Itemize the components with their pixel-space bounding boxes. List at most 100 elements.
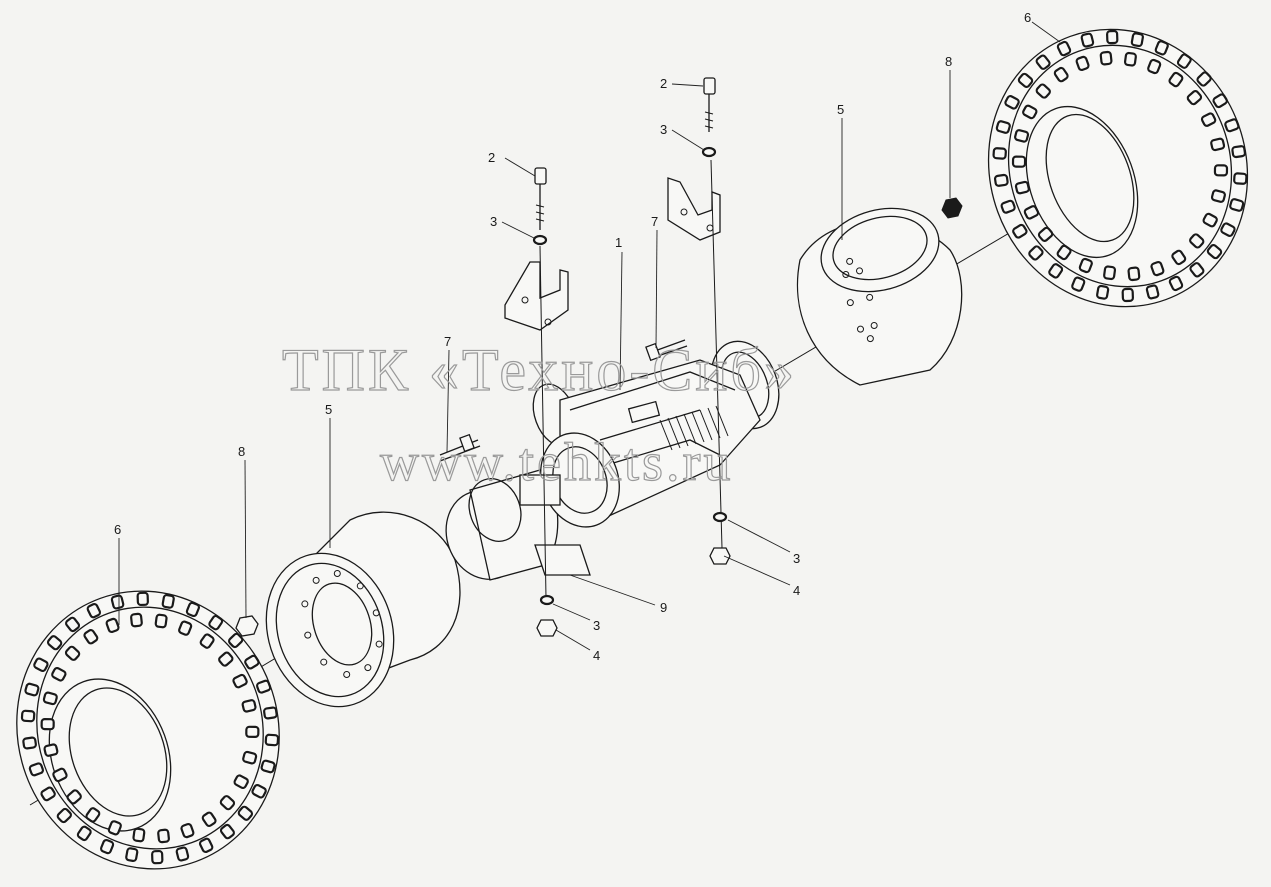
tread-lug — [219, 823, 235, 840]
callout-6-left: 6 — [114, 522, 121, 537]
tread-lug — [1012, 223, 1028, 239]
watermark-url: www.tehkts.ru — [380, 432, 733, 492]
bolt-hole — [320, 658, 328, 666]
tread-lug — [1127, 266, 1141, 282]
tread-lug — [260, 759, 276, 774]
tread-lug — [178, 620, 193, 636]
tread-lug — [185, 601, 201, 618]
tread-lug — [244, 654, 260, 670]
nut-8-right — [941, 197, 963, 219]
bolt-hole — [846, 257, 854, 265]
callout-3-right-bottom: 3 — [793, 551, 800, 566]
tread-lug — [22, 736, 37, 750]
tread-lug — [180, 822, 195, 839]
tread-lug — [1231, 145, 1247, 159]
callout-1: 1 — [615, 235, 622, 250]
tread-lug — [1053, 66, 1069, 83]
tread-lug — [251, 783, 267, 799]
tread-lug — [1075, 55, 1090, 72]
tire-tread-left — [20, 591, 280, 865]
tread-lug — [263, 706, 278, 720]
tread-lug — [1017, 72, 1034, 88]
tread-lug — [130, 612, 143, 628]
tread-lug — [1048, 263, 1064, 279]
tread-lug — [65, 616, 81, 633]
tread-lug — [107, 820, 122, 836]
tread-lug — [1210, 137, 1226, 152]
callout-9: 9 — [660, 600, 667, 615]
tread-lug — [1106, 29, 1119, 45]
tread-lug — [228, 632, 244, 649]
tread-lug — [256, 679, 272, 694]
tread-lug — [132, 827, 146, 843]
housing-fin — [691, 411, 705, 443]
housing-fin — [699, 409, 713, 441]
tread-lug — [1189, 233, 1205, 249]
tread-lug — [1186, 90, 1203, 106]
callout-5-right: 5 — [837, 102, 844, 117]
watermark-company: ТПК «Техно-Сиб» — [282, 337, 797, 403]
tread-lug — [105, 617, 120, 634]
bolt-2-left — [534, 167, 547, 230]
tread-lug — [208, 614, 224, 631]
callout-8-left: 8 — [238, 444, 245, 459]
tread-lug — [1071, 276, 1086, 292]
bolt-hole — [364, 664, 372, 672]
housing-fin — [707, 407, 721, 439]
tread-lug — [1212, 93, 1228, 109]
bolt-hole — [343, 670, 351, 678]
tread-lug — [1206, 244, 1223, 260]
tread-lug — [232, 673, 248, 689]
tread-lug — [1080, 32, 1095, 48]
nut-4-right — [709, 547, 731, 565]
tread-lug — [1220, 222, 1236, 237]
tread-lug — [992, 147, 1007, 160]
tread-lug — [218, 651, 234, 667]
tire-right — [987, 28, 1249, 308]
tire-tread-right — [992, 29, 1248, 303]
tread-lug — [1121, 287, 1134, 303]
stud-7-left — [439, 433, 481, 462]
tread-lug — [110, 594, 125, 610]
housing-fin — [659, 419, 673, 451]
tread-lug — [28, 762, 44, 777]
tread-lug — [1035, 54, 1051, 70]
tread-lug — [1037, 226, 1054, 242]
tread-lug — [1213, 164, 1229, 177]
nut-8-left — [235, 615, 259, 637]
tread-lug — [175, 846, 190, 862]
bolt-hole — [856, 267, 864, 275]
tread-lug — [219, 795, 236, 811]
tread-lug — [83, 629, 99, 645]
tread-lug — [1004, 95, 1020, 110]
callout-7-right: 7 — [651, 214, 658, 229]
tread-lug — [161, 593, 175, 609]
tread-lug — [198, 837, 214, 854]
tread-lug — [136, 591, 149, 607]
tread-lug — [1000, 199, 1016, 214]
bolt-hole — [372, 609, 380, 617]
tread-lug — [1189, 262, 1205, 278]
tread-lug — [995, 120, 1011, 134]
tread-lug — [43, 743, 59, 757]
tread-lug — [1022, 104, 1038, 120]
bracket-left — [504, 261, 569, 331]
washer-3-left-bottom — [539, 594, 555, 606]
bolt-hole — [356, 582, 364, 590]
tread-lug — [201, 811, 217, 827]
tread-lug — [1147, 58, 1162, 75]
nut-4-left — [536, 619, 558, 637]
tread-lug — [1056, 40, 1072, 57]
tread-lug — [245, 725, 260, 739]
washer-3-right-bottom — [712, 511, 728, 523]
mount-block-9 — [519, 474, 561, 506]
tread-lug — [52, 767, 68, 783]
callout-3-right-top: 3 — [660, 122, 667, 137]
tread-lug — [157, 828, 170, 844]
washer-3-left-top — [532, 234, 548, 246]
mount-line-left — [539, 245, 547, 599]
tread-lug — [46, 635, 63, 651]
axle-housing — [519, 359, 761, 576]
tread-lug — [40, 786, 56, 802]
